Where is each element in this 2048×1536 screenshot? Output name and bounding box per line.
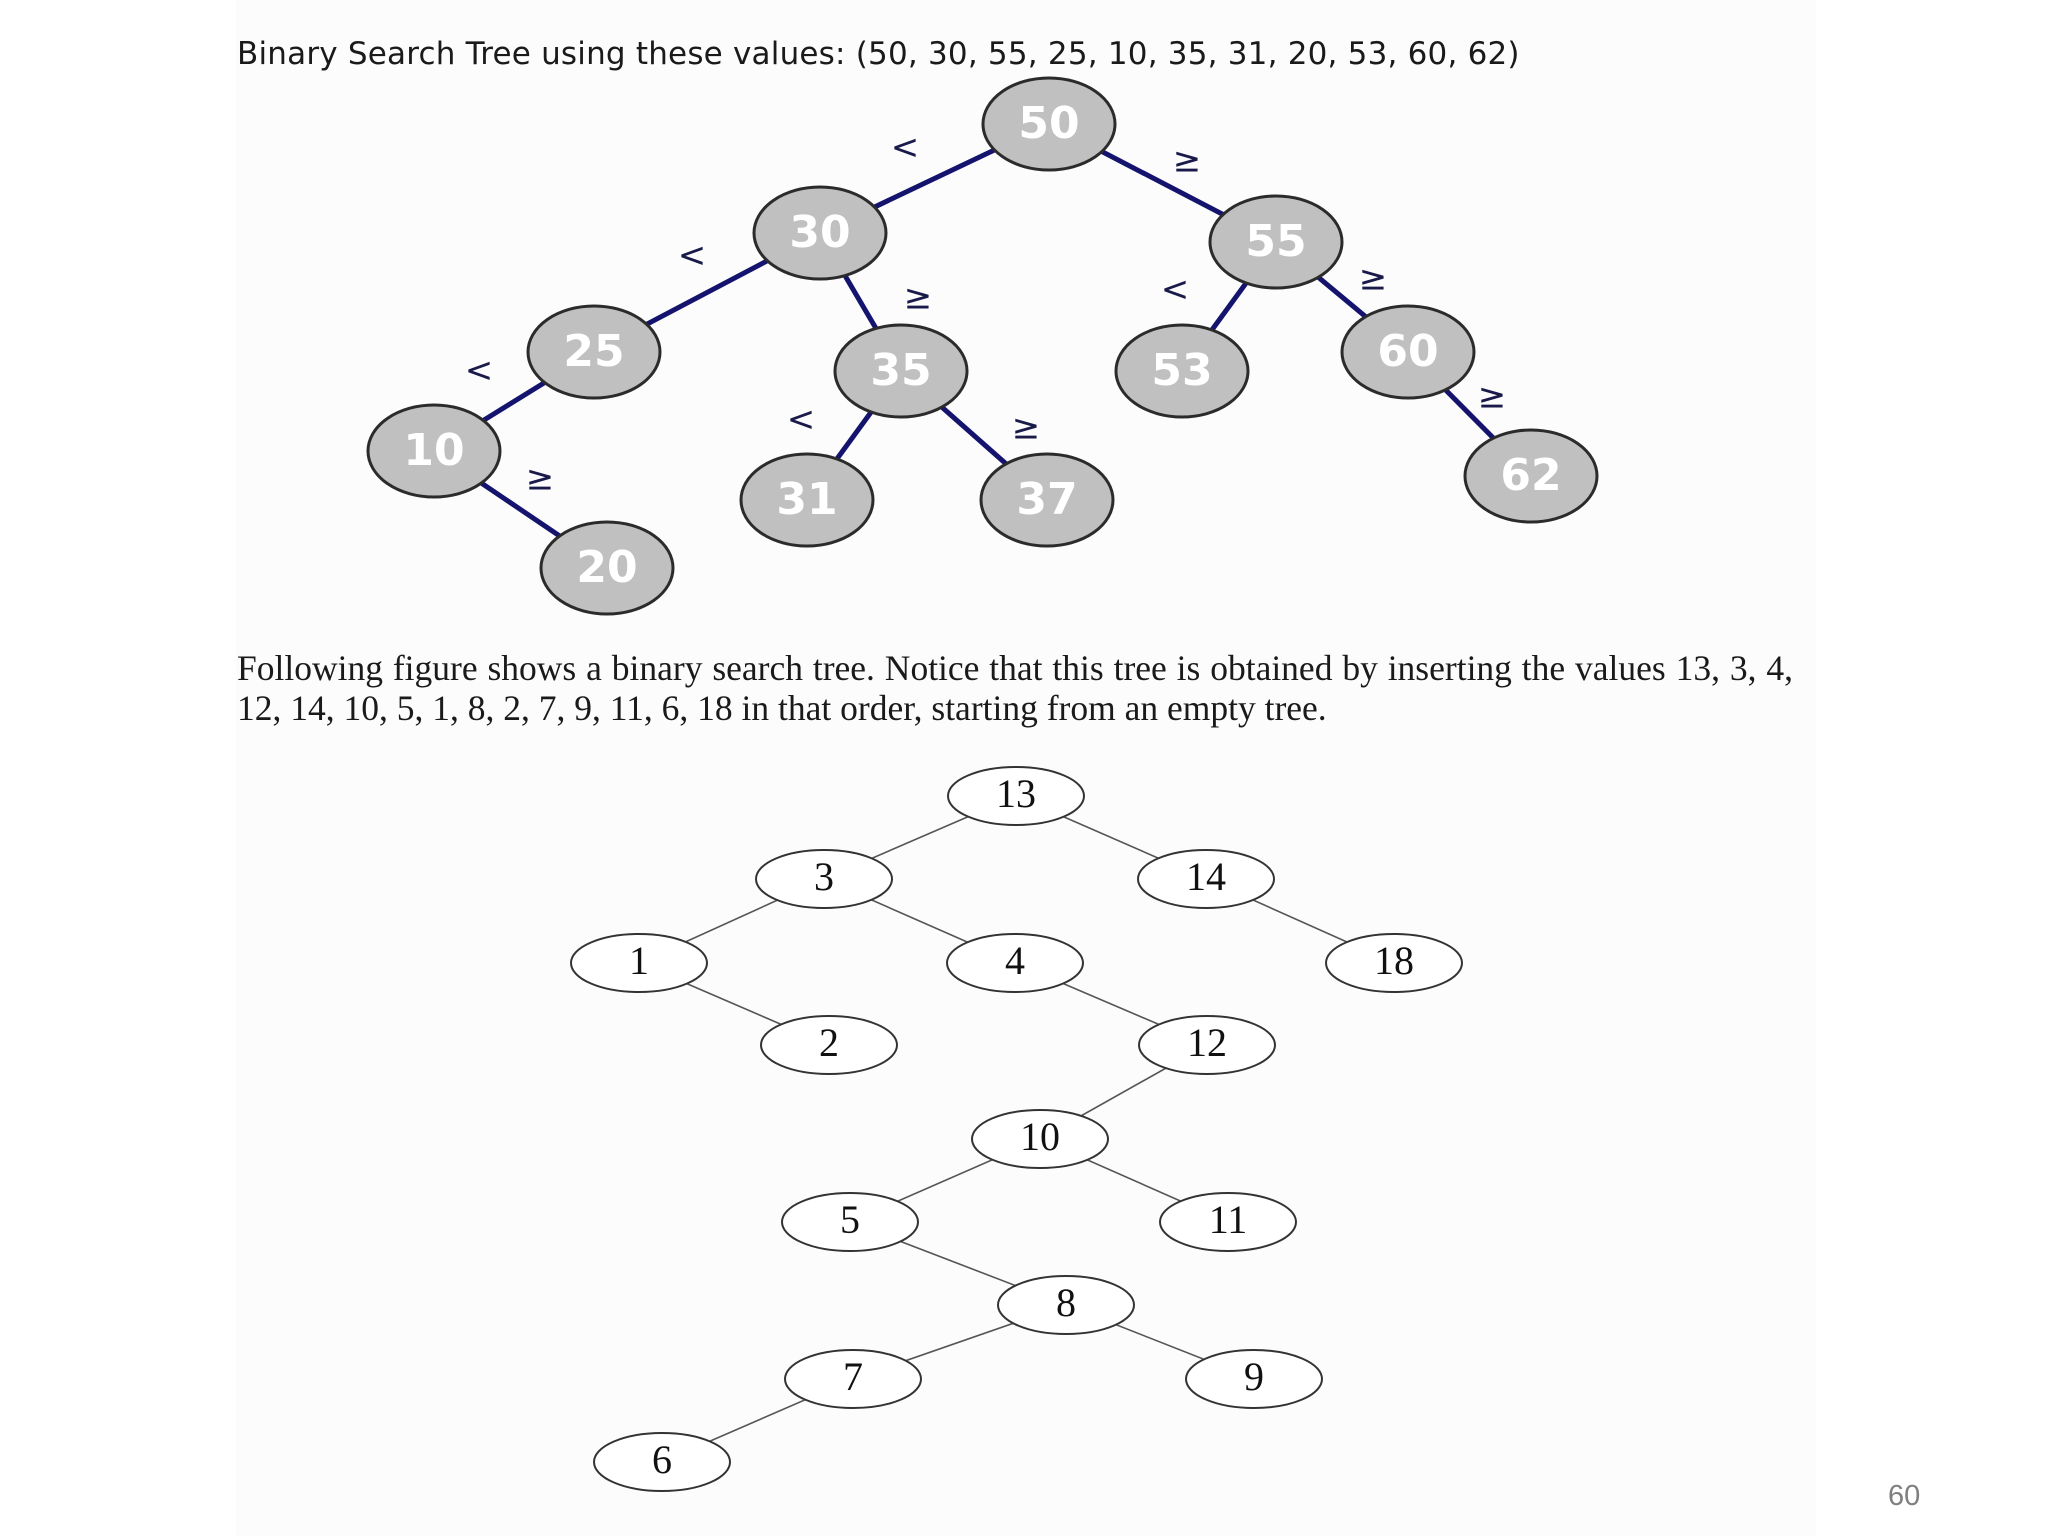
tree2-node-7: 7	[784, 1349, 922, 1409]
tree1-edge-label-10-20: ≥	[526, 459, 555, 499]
tree2-node-label-13: 13	[996, 771, 1036, 816]
tree2-node-3: 3	[755, 849, 893, 909]
tree1-node-10: 10	[366, 403, 502, 499]
tree1-node-label-20: 20	[576, 542, 637, 593]
tree2-node-2: 2	[760, 1015, 898, 1075]
tree2-node-label-4: 4	[1005, 938, 1025, 983]
tree1-node-53: 53	[1114, 323, 1250, 419]
tree2-node-18: 18	[1325, 933, 1463, 993]
tree1-edge-label-30-25: <	[678, 236, 707, 276]
tree1-node-label-10: 10	[403, 425, 464, 476]
tree2-node-label-7: 7	[843, 1354, 863, 1399]
tree2-node-6: 6	[593, 1432, 731, 1492]
tree1-node-label-60: 60	[1377, 326, 1438, 377]
tree1-node-30: 30	[752, 185, 888, 281]
tree2-node-11: 11	[1159, 1192, 1297, 1252]
tree1-edge-label-55-53: <	[1161, 270, 1190, 310]
tree1-edge-label-30-35: ≥	[904, 278, 933, 318]
tree1-node-label-50: 50	[1018, 98, 1079, 149]
tree2-node-label-1: 1	[629, 938, 649, 983]
tree1-edge-label-35-37: ≥	[1012, 408, 1041, 448]
tree1-edge-label-50-30: <	[891, 128, 920, 168]
tree1-node-label-30: 30	[789, 207, 850, 258]
tree1-node-label-25: 25	[563, 326, 624, 377]
tree2-node-13: 13	[947, 766, 1085, 826]
tree1-edge-label-25-10: <	[465, 351, 494, 391]
tree1-edge-label-60-62: ≥	[1478, 377, 1507, 417]
tree2-node-label-8: 8	[1056, 1280, 1076, 1325]
tree2-node-label-14: 14	[1186, 854, 1226, 899]
tree2-node-label-5: 5	[840, 1197, 860, 1242]
bst-diagram: < ≥ < ≥ < ≥ < ≥ < ≥ ≥ 50 30 55 25 35 53 60 10 31 37 62 20	[366, 76, 1599, 616]
tree1-node-50: 50	[981, 76, 1117, 172]
tree1-node-62: 62	[1463, 428, 1599, 524]
tree1-edge-label-55-60: ≥	[1359, 259, 1388, 299]
tree1-node-label-62: 62	[1500, 450, 1561, 501]
tree1-node-55: 55	[1208, 194, 1344, 290]
tree1-node-25: 25	[526, 304, 662, 400]
tree1-edge-label-35-31: <	[787, 400, 816, 440]
tree2-node-14: 14	[1137, 849, 1275, 909]
tree2-node-10: 10	[971, 1109, 1109, 1169]
tree2-node-label-11: 11	[1209, 1197, 1248, 1242]
description-paragraph: Following figure shows a binary search t…	[237, 648, 1793, 728]
tree1-node-label-35: 35	[870, 345, 931, 396]
tree1-edge-label-50-55: ≥	[1173, 141, 1202, 181]
tree2-node-4: 4	[946, 933, 1084, 993]
tree2-node-5: 5	[781, 1192, 919, 1252]
tree1-node-37: 37	[979, 452, 1115, 548]
tree2-node-label-10: 10	[1020, 1114, 1060, 1159]
tree2-node-label-6: 6	[652, 1437, 672, 1482]
tree1-node-31: 31	[739, 452, 875, 548]
tree1-node-label-53: 53	[1151, 345, 1212, 396]
tree2-node-label-3: 3	[814, 854, 834, 899]
slide-number: 60	[1888, 1480, 1921, 1512]
tree2-node-label-12: 12	[1187, 1020, 1227, 1065]
tree1-node-20: 20	[539, 520, 675, 616]
tree1-node-35: 35	[833, 323, 969, 419]
tree1-node-label-55: 55	[1245, 216, 1306, 267]
tree1-node-label-31: 31	[776, 474, 837, 525]
tree1-node-60: 60	[1340, 304, 1476, 400]
tree2-node-1: 1	[570, 933, 708, 993]
tree2-node-label-18: 18	[1374, 938, 1414, 983]
tree2-node-9: 9	[1185, 1349, 1323, 1409]
tree2-node-label-2: 2	[819, 1020, 839, 1065]
tree2-node-label-9: 9	[1244, 1354, 1264, 1399]
tree2-node-8: 8	[997, 1275, 1135, 1335]
bst-title: Binary Search Tree using these values: (…	[237, 36, 1520, 72]
tree2-node-12: 12	[1138, 1015, 1276, 1075]
tree1-node-label-37: 37	[1016, 474, 1077, 525]
